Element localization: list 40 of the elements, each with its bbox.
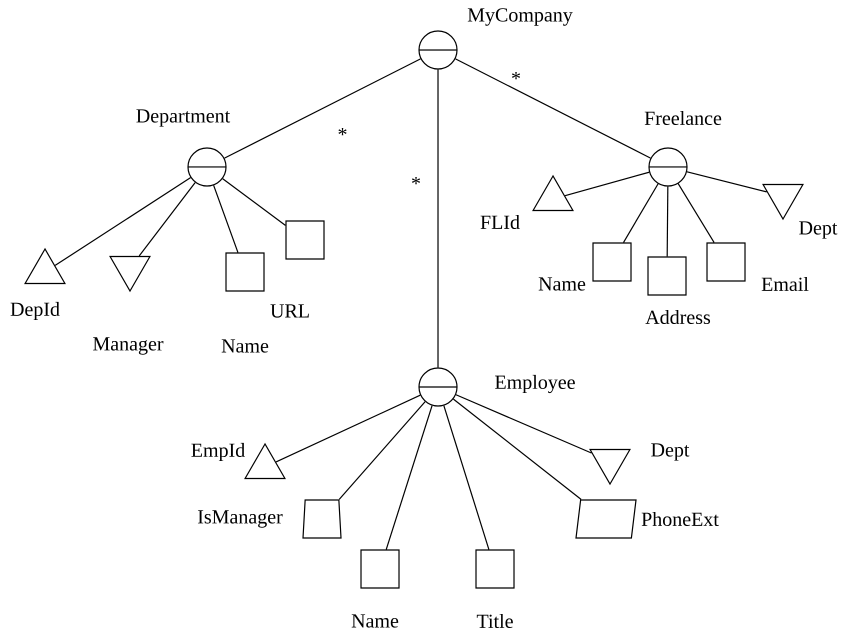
connector-line — [455, 58, 651, 159]
connector-line — [456, 394, 592, 454]
connector-line — [564, 172, 650, 196]
node-label: Department — [136, 109, 230, 127]
connector-line — [686, 171, 767, 192]
edge-label: * — [412, 176, 420, 184]
node-label: DepId — [10, 302, 60, 320]
node-label: FLId — [480, 214, 520, 230]
node-label: Address — [645, 310, 710, 324]
connector-line — [138, 182, 196, 256]
node-label: Title — [476, 614, 513, 628]
node-label: Dept — [651, 443, 690, 461]
node-label: PhoneExt — [642, 512, 719, 526]
node-label: MyCompany — [468, 8, 573, 26]
node-label: Name — [352, 614, 398, 628]
node-label: Email — [762, 276, 808, 292]
connector-line — [222, 178, 286, 226]
connector-line — [276, 394, 420, 462]
connector-line — [678, 183, 715, 243]
node-label: Freelance — [644, 110, 722, 126]
node-label: IsManager — [198, 510, 283, 528]
node-label: Dept — [799, 221, 838, 239]
connector-line — [453, 398, 582, 500]
node-label: EmpId — [191, 442, 245, 462]
connector-line — [623, 184, 659, 243]
connector-line — [224, 58, 421, 159]
connector-line — [338, 401, 426, 500]
connector-line — [443, 406, 490, 550]
node-label: URL — [270, 304, 309, 318]
node-label: Manager — [93, 337, 164, 355]
connector-line — [213, 185, 238, 253]
connector-line — [386, 406, 433, 550]
connector-line — [437, 70, 439, 368]
node-label: Name — [538, 277, 586, 291]
edge-label: * — [512, 72, 520, 80]
connector-line — [54, 177, 191, 266]
edge-label: * — [338, 128, 347, 136]
node-label: Name — [222, 339, 268, 353]
connector-line — [666, 186, 668, 256]
node-label: Employee — [495, 374, 575, 394]
